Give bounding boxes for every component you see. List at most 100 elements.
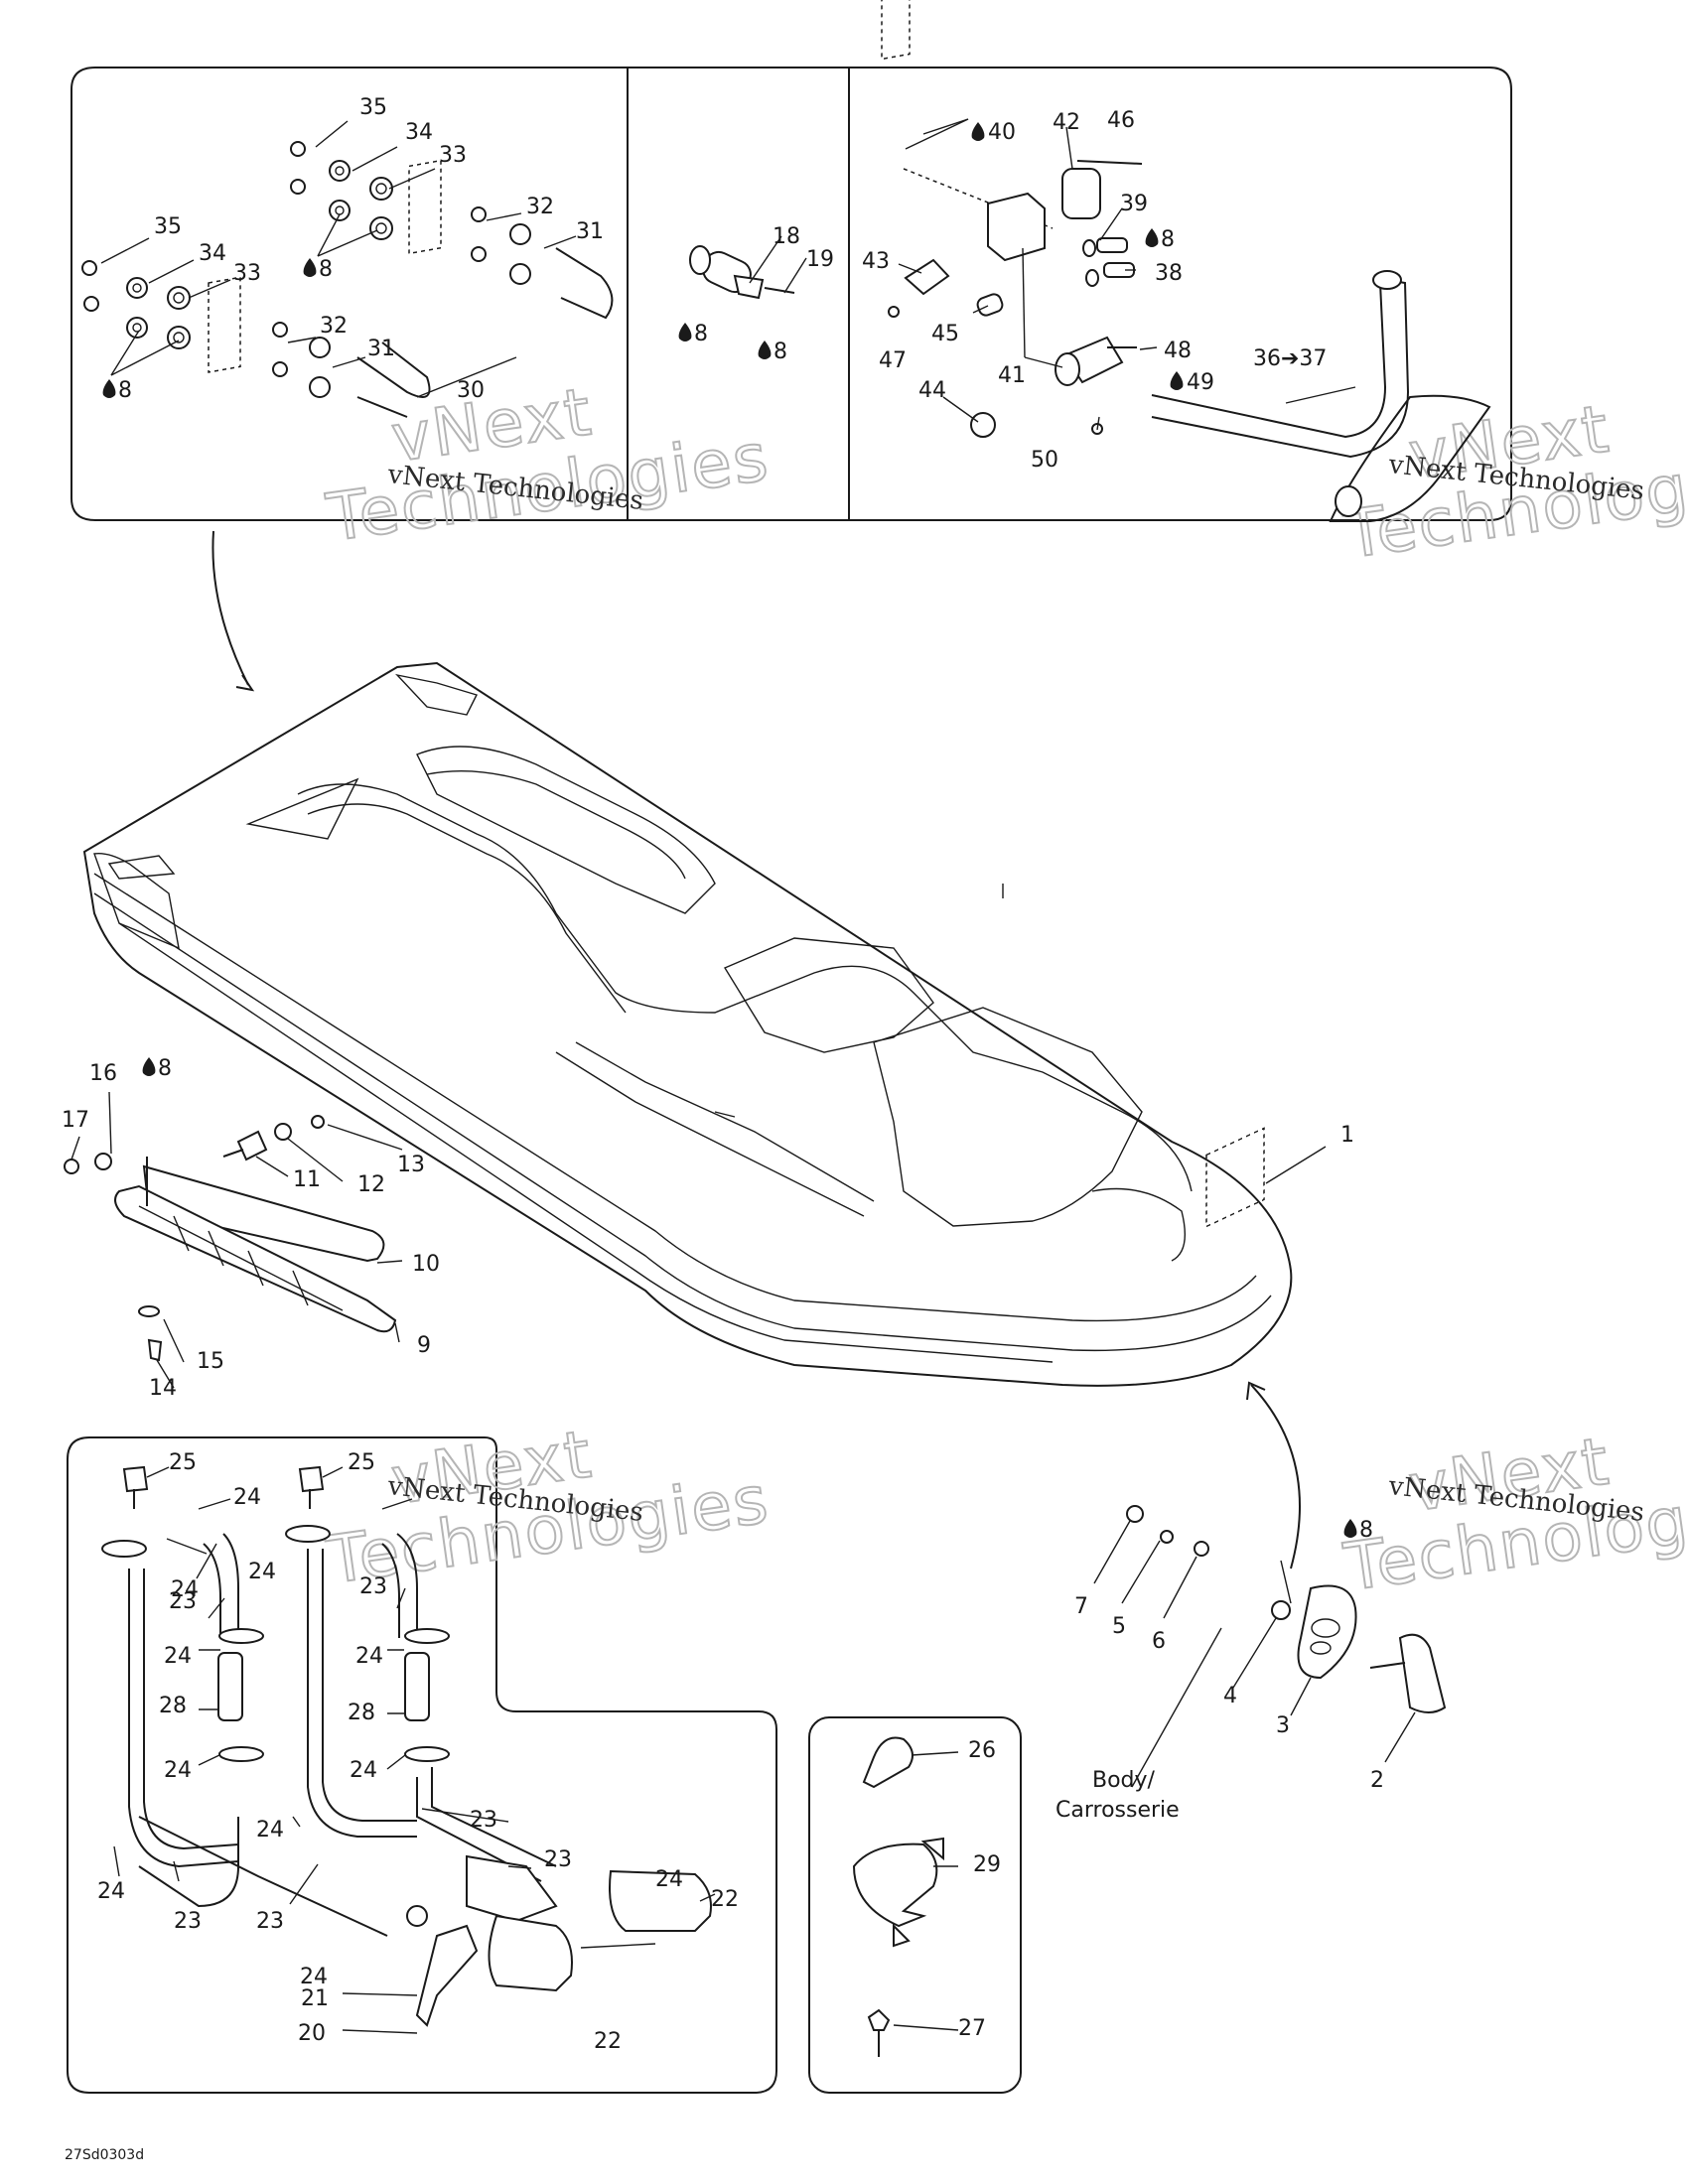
adhesive-drop-icon: 8 (1145, 227, 1175, 252)
adhesive-drop-icon: 8 (758, 340, 787, 364)
adhesive-markers: 8 8 8 8 8 8 8 (102, 122, 1373, 1543)
callout-23a: 23 (169, 1589, 197, 1614)
adhesive-label: 8 (1161, 227, 1175, 252)
adhesive-label: 8 (319, 257, 333, 282)
callout-27: 27 (958, 2016, 986, 2041)
callout-33b: 33 (439, 143, 467, 168)
callout-2: 2 (1370, 1768, 1384, 1793)
callout-23e: 23 (174, 1909, 202, 1934)
callout-42: 42 (1053, 110, 1080, 135)
callout-38: 38 (1155, 261, 1183, 286)
top-panel (70, 67, 1512, 521)
callout-5: 5 (1112, 1614, 1126, 1639)
arrow-head-bottom (1246, 1381, 1266, 1401)
callout-24b: 24 (171, 1577, 199, 1602)
callout-4: 4 (1223, 1684, 1237, 1708)
callout-7: 7 (1074, 1594, 1088, 1619)
callout-3: 3 (1276, 1713, 1290, 1738)
callout-17: 17 (62, 1108, 89, 1133)
callout-24g: 24 (355, 1644, 383, 1669)
callout-29: 29 (973, 1852, 1001, 1877)
adhesive-drop-icon (1170, 371, 1184, 390)
callout-30: 30 (457, 378, 485, 403)
callout-22a: 22 (594, 2029, 622, 2054)
callout-23f: 23 (256, 1909, 284, 1934)
callout-44: 44 (918, 378, 946, 403)
body-caption-line2: Carrosserie (1055, 1798, 1180, 1823)
arrow-head-top (235, 674, 255, 692)
bottom-left-panel (67, 1436, 777, 2094)
callout-31b: 31 (576, 219, 604, 244)
adhesive-label: 8 (118, 378, 132, 403)
callout-34b: 34 (405, 120, 433, 145)
callout-23b: 23 (359, 1574, 387, 1599)
callout-48: 48 (1164, 339, 1192, 363)
callout-40: 40 (988, 120, 1016, 145)
adhesive-drop-icon: 8 (303, 257, 333, 282)
callout-45: 45 (931, 322, 959, 346)
callout-24j: 24 (655, 1867, 683, 1892)
drawing-reference: 27Sd0303d (65, 2147, 144, 2163)
callout-31a: 31 (367, 337, 395, 361)
callout-39: 39 (1120, 192, 1148, 216)
callout-24k: 24 (300, 1965, 328, 1989)
callout-1: 1 (1340, 1123, 1354, 1148)
arrow-top-to-hull (211, 530, 249, 686)
callout-18: 18 (773, 224, 800, 249)
adhesive-drop-icon (971, 122, 985, 141)
callout-50: 50 (1031, 448, 1058, 473)
callout-24i: 24 (256, 1818, 284, 1843)
adhesive-drop-icon: 8 (142, 1056, 172, 1081)
callout-11: 11 (293, 1167, 321, 1192)
callout-47: 47 (879, 348, 907, 373)
body-caption-line1: Body/ (1092, 1768, 1156, 1793)
clamp-parts (852, 1736, 944, 2057)
bottom-middle-panel (808, 1716, 1022, 2094)
callout-20: 20 (298, 2021, 326, 2046)
callout-23d: 23 (544, 1847, 572, 1872)
callout-41: 41 (998, 363, 1026, 388)
hull-body (82, 661, 1293, 1387)
callout-24a: 24 (233, 1485, 261, 1510)
callout-25a: 25 (169, 1450, 197, 1475)
arrow-bottom-to-hull (1250, 1384, 1301, 1570)
callout-13: 13 (397, 1153, 425, 1177)
callout-25b: 25 (348, 1450, 375, 1475)
adhesive-label: 8 (774, 340, 787, 364)
callout-24c: 24 (164, 1644, 192, 1669)
callout-15: 15 (197, 1349, 224, 1374)
handle-bar-parts (881, 0, 1491, 522)
callout-24f: 24 (248, 1560, 276, 1584)
callout-32a: 32 (320, 314, 348, 339)
watermark-top-left: vNext Technologies (321, 372, 774, 557)
adhesive-drop-icon: 8 (102, 378, 132, 403)
callout-23c: 23 (470, 1808, 497, 1833)
callout-9: 9 (417, 1333, 431, 1358)
callout-6: 6 (1152, 1629, 1166, 1654)
callout-19: 19 (806, 247, 834, 272)
adhesive-label: 8 (158, 1056, 172, 1081)
tow-eye-parts (81, 141, 614, 418)
adhesive-label: 8 (694, 322, 708, 346)
callout-46: 46 (1107, 108, 1135, 133)
callout-24e: 24 (97, 1879, 125, 1904)
callout-22b: 22 (711, 1887, 739, 1912)
callout-28a: 28 (159, 1694, 187, 1718)
drain-plug-parts (689, 245, 795, 300)
callout-35b: 35 (359, 95, 387, 120)
callout-35a: 35 (154, 214, 182, 239)
callout-12: 12 (357, 1172, 385, 1197)
callout-26: 26 (968, 1738, 996, 1763)
hose-parts (101, 1465, 712, 2027)
callout-43: 43 (862, 249, 890, 274)
callout-24h: 24 (350, 1758, 377, 1783)
callout-49: 49 (1187, 370, 1214, 395)
adhesive-label: 8 (1359, 1518, 1373, 1543)
callout-36-37: 36➔37 (1253, 346, 1327, 371)
adhesive-drop-icon: 8 (1343, 1518, 1373, 1543)
callout-28b: 28 (348, 1701, 375, 1725)
callout-32b: 32 (526, 195, 554, 219)
callout-34a: 34 (199, 241, 226, 266)
callout-24d: 24 (164, 1758, 192, 1783)
tow-eye-bottom-parts (1126, 1127, 1447, 1713)
